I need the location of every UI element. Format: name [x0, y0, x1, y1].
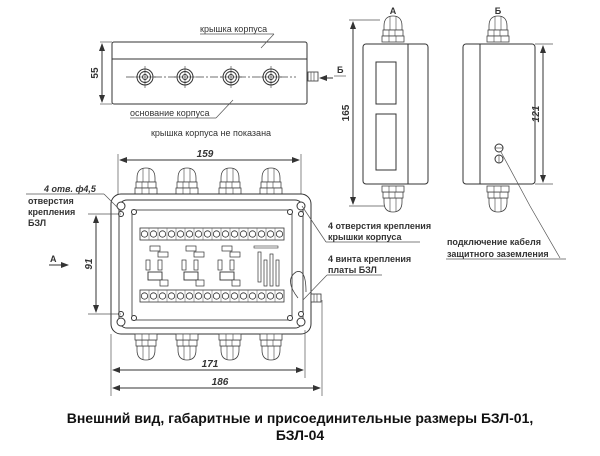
mount-hole-br [296, 317, 306, 327]
gland-top-1 [134, 167, 158, 195]
side-b-body [462, 43, 536, 185]
holes-desc-1: отверстия [28, 196, 74, 206]
board-screw [287, 315, 293, 321]
terminal-screw [140, 230, 149, 238]
figure-caption: Внешний вид, габаритные и присоединитель… [0, 410, 600, 444]
terminal-screw [266, 292, 275, 300]
terminal-screw [149, 292, 158, 300]
window-lower [375, 113, 397, 171]
terminal-screw [194, 230, 203, 238]
terminal-screw [257, 292, 266, 300]
board-screws-note-2: платы БЗЛ [328, 265, 377, 275]
lid-not-shown-note: крышка корпуса не показана [151, 128, 271, 138]
terminal-screw [203, 292, 212, 300]
gland-top [381, 15, 405, 43]
top-view: Б 55 крышка корпуса основание корпуса кр… [90, 24, 346, 138]
mount-hole-tl [116, 201, 126, 211]
board-components [145, 245, 280, 287]
terminal-screw [149, 230, 158, 238]
board-screw [287, 209, 293, 215]
front-view: 159 [26, 149, 566, 396]
terminal-screw [158, 292, 167, 300]
dim-159-label: 159 [197, 149, 214, 160]
terminal-screw [230, 292, 239, 300]
terminal-screw [185, 292, 194, 300]
view-b-label: Б [495, 6, 502, 16]
view-a-label: А [390, 6, 397, 16]
side-view-b: Б 121 [462, 6, 561, 259]
dim-91-label: 91 [84, 258, 95, 270]
lid-holes-note-1: 4 отверстия крепления [328, 221, 431, 231]
top-view-body [111, 41, 308, 105]
terminal-screw [275, 230, 284, 238]
terminal-screw [221, 292, 230, 300]
terminal-screw [275, 292, 284, 300]
gland-top [486, 15, 510, 43]
terminal-block-top [139, 227, 285, 241]
ground-bolt-front [310, 293, 322, 303]
ground-cable-note-2: защитного заземления [447, 249, 549, 259]
board-screws-note-1: 4 винта крепления [328, 254, 411, 264]
terminal-screw [185, 230, 194, 238]
circuit-board [131, 209, 293, 321]
dim-55-label: 55 [90, 67, 101, 79]
holes-desc-3: БЗЛ [28, 218, 46, 228]
terminal-screw [176, 292, 185, 300]
terminal-screw [140, 292, 149, 300]
terminal-screw [239, 292, 248, 300]
terminal-screw [239, 230, 248, 238]
gland-top-3 [218, 167, 242, 195]
terminal-screw [167, 292, 176, 300]
terminal-screw [176, 230, 185, 238]
terminal-screw [212, 230, 221, 238]
caption-line-2: БЗЛ-04 [275, 427, 325, 443]
window-upper [375, 61, 397, 105]
terminal-screw [194, 292, 203, 300]
dim-121-label: 121 [531, 105, 542, 122]
board-screw [131, 315, 137, 321]
terminal-screw [266, 230, 275, 238]
terminal-screw [248, 230, 257, 238]
board-screw [131, 209, 137, 215]
terminal-screw [158, 230, 167, 238]
base-label: основание корпуса [130, 108, 210, 118]
terminal-screw [248, 292, 257, 300]
enclosure-inner [118, 199, 304, 329]
terminal-screw [212, 292, 221, 300]
terminal-screw [221, 230, 230, 238]
caption-line-1: Внешний вид, габаритные и присоединитель… [66, 410, 534, 426]
holes-desc-2: крепления [28, 207, 75, 217]
dim-186-label: 186 [212, 377, 229, 388]
lid-holes-note-2: крышки корпуса [328, 232, 402, 242]
lid-label: крышка корпуса [200, 24, 267, 34]
terminal-screw [257, 230, 266, 238]
terminal-screw [203, 230, 212, 238]
dim-171-label: 171 [202, 359, 219, 370]
side-view-a: А 165 [341, 6, 429, 213]
terminal-screw [167, 230, 176, 238]
mount-hole-bl [116, 317, 126, 327]
view-b-arrow-label: Б [337, 65, 344, 75]
ground-cable-note-1: подключение кабеля [447, 237, 541, 247]
gland-top-2 [175, 167, 199, 195]
dim-165-label: 165 [341, 104, 352, 121]
terminal-block-bottom [139, 289, 285, 303]
ground-bolt [307, 71, 319, 82]
holes-note: 4 отв. ф4,5 [43, 184, 97, 194]
terminal-screw [230, 230, 239, 238]
gland-top-4 [259, 167, 283, 195]
view-a-arrow-label: А [50, 254, 57, 264]
